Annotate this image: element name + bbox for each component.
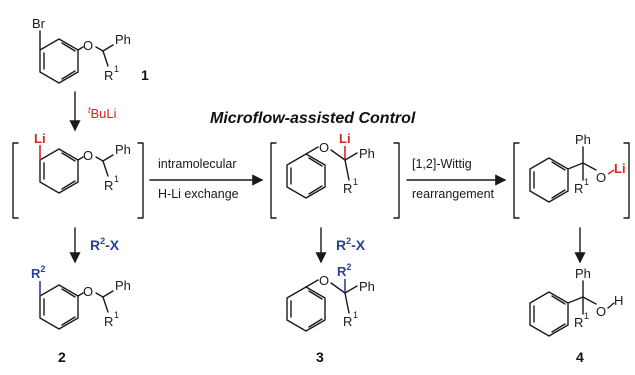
intermediate-aryllithium: Li O Ph R 1 xyxy=(12,131,144,219)
svg-text:Ph: Ph xyxy=(575,266,591,281)
svg-text:1: 1 xyxy=(584,311,589,321)
bracket-left xyxy=(513,142,520,219)
intermediate-alpha-lithio: O Li Ph R 1 xyxy=(270,131,400,219)
reagent-electrophile-a: R2-X xyxy=(90,236,120,253)
r2-substituent: R2 xyxy=(337,262,351,279)
lithium-atom: Li xyxy=(34,131,46,146)
lithium-atom: Li xyxy=(339,131,351,146)
compound-3: O R2 Ph R 1 3 xyxy=(286,262,375,365)
svg-text:O: O xyxy=(319,140,329,155)
svg-text:O: O xyxy=(596,304,606,319)
svg-text:Ph: Ph xyxy=(115,142,131,157)
svg-text:O: O xyxy=(83,148,93,163)
r1-superscript: 1 xyxy=(114,64,119,74)
svg-text:1: 1 xyxy=(114,174,119,184)
compound-number-1: 1 xyxy=(141,67,149,83)
svg-text:R: R xyxy=(104,314,113,329)
benzene-ring xyxy=(39,38,79,84)
reagent-electrophile-b: R2-X xyxy=(336,236,366,253)
compound-number-2: 2 xyxy=(58,349,66,365)
oxygen-atom: O xyxy=(83,38,93,53)
wittig-label-line2: rearrangement xyxy=(412,187,495,201)
bracket-right xyxy=(393,142,400,219)
svg-text:1: 1 xyxy=(584,177,589,187)
svg-text:1: 1 xyxy=(353,310,358,320)
svg-text:Ph: Ph xyxy=(575,132,591,147)
compound-number-4: 4 xyxy=(576,349,584,365)
intermediate-alkoxide: Ph O Li R 1 xyxy=(513,132,630,219)
svg-text:R: R xyxy=(574,315,583,330)
bracket-left xyxy=(12,142,19,219)
r1-group: R xyxy=(104,68,113,83)
svg-text:R: R xyxy=(574,181,583,196)
scheme-title: Microflow-assisted Control xyxy=(210,110,416,127)
svg-text:O: O xyxy=(319,273,329,288)
r2-substituent: R2 xyxy=(31,264,45,281)
svg-text:R: R xyxy=(343,181,352,196)
bracket-right xyxy=(137,142,144,219)
exchange-label-line1: intramolecular xyxy=(158,157,237,171)
bracket-left xyxy=(270,142,277,219)
compound-number-3: 3 xyxy=(316,349,324,365)
svg-text:Ph: Ph xyxy=(115,278,131,293)
svg-text:R: R xyxy=(104,178,113,193)
exchange-label-line2: H-Li exchange xyxy=(158,187,239,201)
bracket-right xyxy=(623,142,630,219)
svg-text:Ph: Ph xyxy=(359,146,375,161)
phenyl-group: Ph xyxy=(115,32,131,47)
bromine-atom: Br xyxy=(32,16,46,31)
svg-text:O: O xyxy=(596,170,606,185)
svg-text:1: 1 xyxy=(114,310,119,320)
svg-text:Ph: Ph xyxy=(359,279,375,294)
svg-text:H: H xyxy=(614,293,623,308)
svg-text:1: 1 xyxy=(353,177,358,187)
compound-1: Br O Ph R 1 1 xyxy=(32,16,149,84)
wittig-label-line1: [1,2]-Wittig xyxy=(412,157,472,171)
svg-text:R: R xyxy=(343,314,352,329)
compound-4: Ph O H R 1 4 xyxy=(529,266,623,365)
reagent-tbuli: tBuLi xyxy=(88,105,117,121)
svg-text:O: O xyxy=(83,284,93,299)
compound-2: R2 O Ph R 1 2 xyxy=(31,264,131,365)
lithium-atom: Li xyxy=(614,161,626,176)
